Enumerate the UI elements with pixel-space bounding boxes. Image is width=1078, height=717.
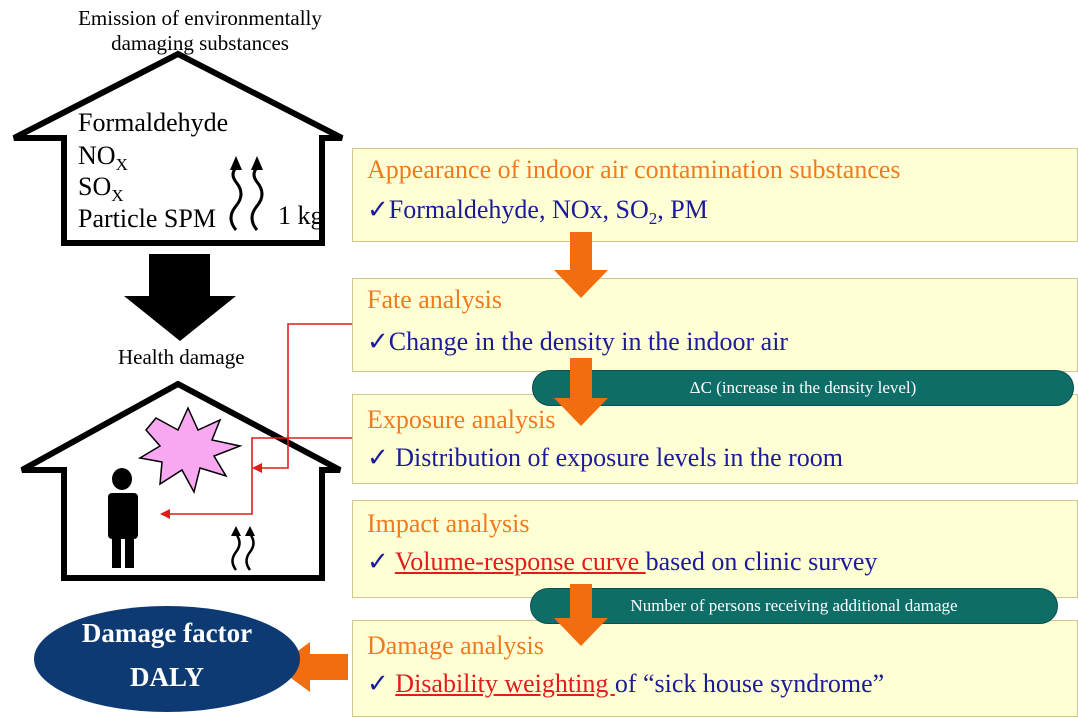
emission-title: Emission of environmentally damaging sub… [78, 6, 322, 55]
fate-title: Fate analysis [367, 285, 503, 314]
substance-particle: Particle SPM [78, 204, 216, 233]
red-connectors [160, 323, 352, 519]
fate-box: Fate analysis ✓Change in the density in … [352, 278, 1078, 372]
persons-pill: Number of persons receiving additional d… [530, 588, 1058, 624]
burst-icon [137, 406, 243, 495]
substance-nox: NOX [78, 141, 128, 175]
impact-line: ✓ Volume-response curve based on clinic … [367, 547, 878, 576]
impact-title: Impact analysis [367, 509, 530, 538]
damage-factor-line1: Damage factor [81, 618, 253, 648]
amount-label: 1 kg [278, 201, 324, 230]
delta-c-pill: ΔC (increase in the density level) [532, 370, 1074, 406]
health-house [20, 380, 342, 581]
appearance-title: Appearance of indoor air contamination s… [367, 155, 901, 184]
fumes-icon [229, 156, 264, 231]
impact-box: Impact analysis ✓ Volume-response curve … [352, 500, 1078, 598]
down-arrow-black [124, 254, 236, 341]
health-damage-label: Health damage [118, 345, 245, 369]
fate-line: ✓Change in the density in the indoor air [367, 327, 789, 356]
appearance-box: Appearance of indoor air contamination s… [352, 148, 1078, 242]
exposure-box: Exposure analysis ✓ Distribution of expo… [352, 394, 1078, 484]
damage-line: ✓ Disability weighting of “sick house sy… [367, 669, 885, 698]
damage-factor-line2: DALY [129, 662, 205, 692]
exposure-line: ✓ Distribution of exposure levels in the… [367, 443, 843, 472]
fumes-small-icon [231, 526, 255, 571]
damage-factor-oval: Damage factor DALY [34, 606, 300, 712]
damage-title: Damage analysis [367, 631, 544, 660]
damage-box: Damage analysis ✓ Disability weighting o… [352, 620, 1078, 717]
person-icon [108, 468, 138, 568]
appearance-line: ✓Formaldehyde, NOx, SO2, PM [367, 195, 708, 229]
emission-house-roof [12, 50, 344, 246]
exposure-title: Exposure analysis [367, 405, 556, 434]
substance-sox: SOX [78, 172, 124, 206]
substance-formaldehyde: Formaldehyde [78, 108, 229, 137]
